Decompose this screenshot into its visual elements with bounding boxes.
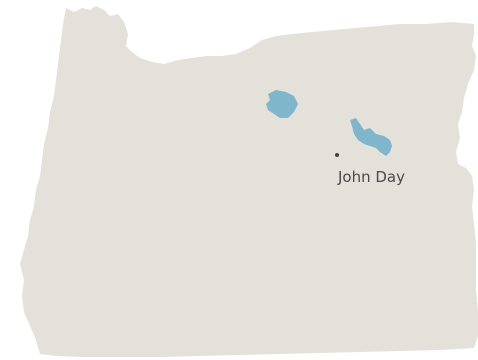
john-day-label: John Day <box>337 168 405 186</box>
oregon-state-shape <box>20 6 478 357</box>
highlighted-area-north <box>266 90 298 118</box>
highlighted-area-east <box>350 118 392 156</box>
john-day-marker <box>335 153 339 157</box>
